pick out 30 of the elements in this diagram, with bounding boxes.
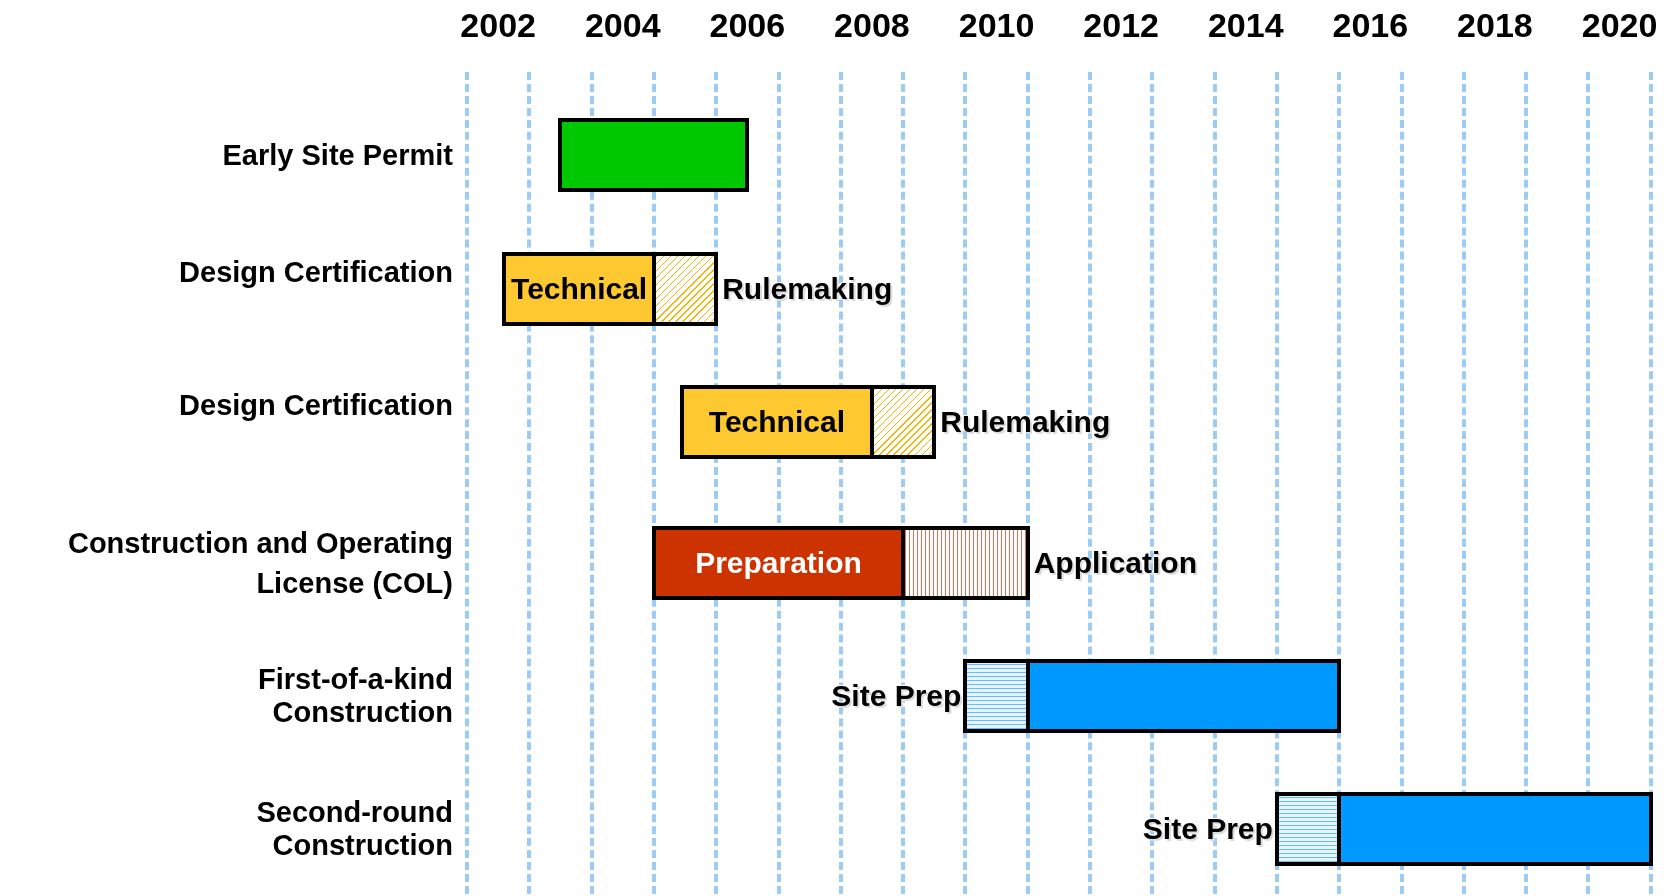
year-label: 2004 bbox=[583, 6, 662, 45]
year-label: 2012 bbox=[1082, 6, 1160, 45]
bar-label: Technical bbox=[708, 405, 845, 439]
row-label: Second-round Construction bbox=[255, 796, 453, 862]
bar-caption: Rulemaking bbox=[940, 405, 1111, 439]
timeline-bar bbox=[1341, 792, 1653, 866]
bar-label: Preparation bbox=[695, 546, 862, 580]
bar-caption: Application bbox=[1033, 546, 1198, 580]
timeline-bar bbox=[558, 118, 750, 192]
row-label: Early Site Permit bbox=[221, 138, 453, 172]
bar-caption: Site Prep bbox=[831, 679, 962, 713]
year-label: 2016 bbox=[1331, 6, 1410, 45]
bar-label: Technical bbox=[511, 272, 648, 306]
timeline-bar bbox=[651, 526, 906, 600]
row-label: Design Certification bbox=[178, 389, 453, 422]
year-label: 2002 bbox=[459, 6, 537, 45]
timeline-bar bbox=[502, 252, 656, 326]
timeline-bar bbox=[1029, 659, 1342, 733]
row-label: Construction and Operating License (COL) bbox=[66, 526, 453, 601]
year-label: 2006 bbox=[708, 6, 787, 45]
year-label: 2020 bbox=[1580, 6, 1659, 45]
year-label: 2018 bbox=[1456, 6, 1534, 45]
row-label: Design Certification bbox=[178, 256, 453, 289]
year-label: 2008 bbox=[833, 6, 911, 45]
timeline-bar bbox=[679, 385, 874, 459]
bar-caption: Site Prep bbox=[1142, 812, 1273, 846]
year-label: 2010 bbox=[957, 6, 1036, 45]
row-label: First-of-a-kind Construction bbox=[257, 663, 453, 729]
year-label: 2014 bbox=[1206, 6, 1285, 45]
bar-caption: Rulemaking bbox=[722, 272, 893, 306]
